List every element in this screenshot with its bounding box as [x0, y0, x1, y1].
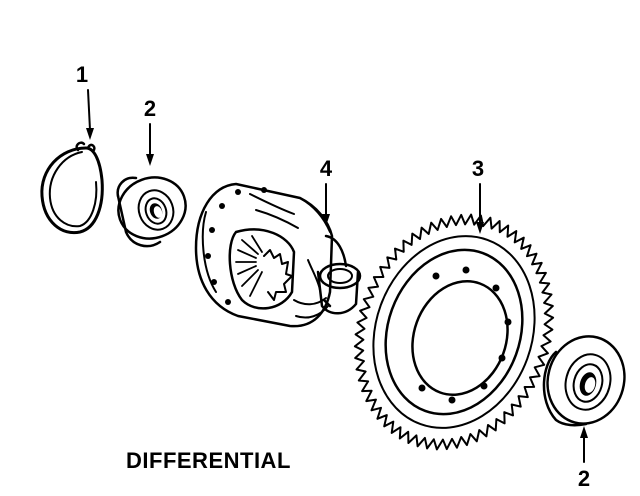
bearing-left: [116, 176, 187, 248]
snap-ring: [40, 141, 104, 235]
diagram-caption: DIFFERENTIAL: [126, 448, 291, 473]
arrowhead-1: [86, 128, 94, 140]
arrowhead-4: [322, 214, 330, 226]
arrowhead-2-left: [146, 154, 154, 166]
callout-1: 1: [76, 62, 94, 140]
callout-2-right: 2: [578, 426, 590, 491]
differential-case: [194, 182, 362, 328]
callout-1-label: 1: [76, 62, 88, 87]
bearing-right: [542, 335, 626, 427]
ring-gear: [353, 213, 555, 451]
arrowhead-3: [476, 222, 484, 234]
callout-3-label: 3: [472, 156, 484, 181]
callout-2-right-label: 2: [578, 466, 590, 491]
callout-4: 4: [320, 156, 333, 226]
callout-2-left: 2: [144, 96, 156, 166]
arrowhead-2-right: [580, 426, 588, 438]
callout-3: 3: [472, 156, 484, 234]
callout-2-left-label: 2: [144, 96, 156, 121]
callout-4-label: 4: [320, 156, 333, 181]
